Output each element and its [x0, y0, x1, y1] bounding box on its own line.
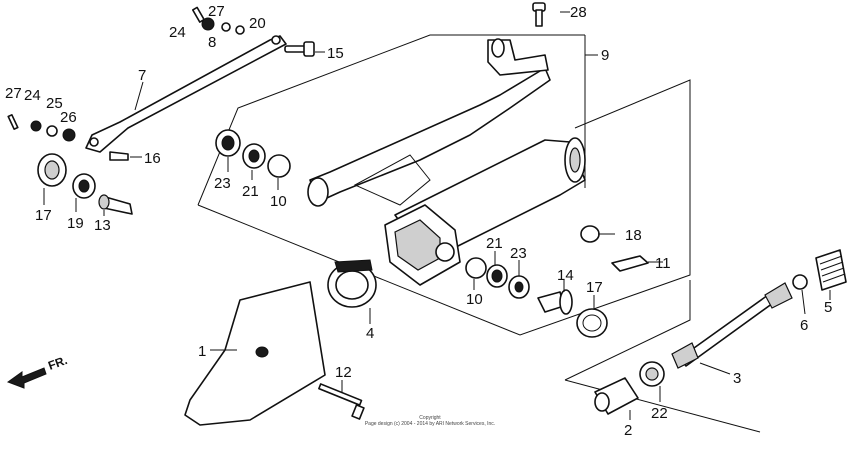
callout-label: 28: [570, 4, 587, 21]
callout-label: 9: [601, 47, 609, 64]
assembly-frame-lines: [197, 34, 761, 433]
bolt-28: [532, 2, 546, 27]
hardware-top: [191, 6, 245, 35]
callout-label: 22: [651, 405, 668, 422]
callout-label: 24: [24, 87, 41, 104]
callout-label: 4: [366, 325, 374, 342]
callout-label: 20: [249, 15, 266, 32]
callout-label: 17: [35, 207, 52, 224]
torque-rod: [85, 35, 287, 153]
cover-1: [184, 281, 326, 426]
swingarm: [307, 38, 586, 286]
copyright-line: Page design (c) 2004 - 2014 by ARI Netwo…: [364, 421, 496, 427]
callout-label: 24: [169, 24, 186, 41]
callout-label: 17: [586, 279, 603, 296]
bolt-15: [284, 41, 315, 57]
bolt-12: [318, 383, 365, 420]
front-direction-arrow: FR.: [6, 353, 69, 389]
callout-label: 19: [67, 215, 84, 232]
callout-label: 25: [46, 95, 63, 112]
boot-4: [327, 259, 377, 308]
callout-label: 2: [624, 422, 632, 439]
drive-shaft-assembly: [594, 249, 847, 415]
callout-label: 13: [94, 217, 111, 234]
callout-label: 16: [144, 150, 161, 167]
callout-label: 27: [208, 3, 225, 20]
callout-label: 12: [335, 364, 352, 381]
nut-18-plate-11: [580, 225, 649, 272]
callout-label: 5: [824, 299, 832, 316]
leader-lines: [43, 11, 831, 420]
callout-label: 1: [198, 343, 206, 360]
callout-label: 6: [800, 317, 808, 334]
pivot-bearings-lower: [465, 257, 530, 299]
callout-label: 8: [208, 34, 216, 51]
callout-labels: 1 2 3 4 5 6 7 8 9 10 10 11 12 13 14 15 1…: [5, 3, 832, 439]
copyright-line: Copyright: [419, 415, 441, 421]
pivot-bearings-upper: [215, 129, 291, 178]
callout-label: 18: [625, 227, 642, 244]
callout-label: 10: [270, 193, 287, 210]
callout-label: 21: [242, 183, 259, 200]
callout-label: 23: [510, 245, 527, 262]
copyright-notice: Copyright Page design (c) 2004 - 2014 by…: [330, 415, 530, 427]
callout-label: 15: [327, 45, 344, 62]
callout-label: 11: [655, 255, 671, 272]
bolt-14-cap-17: [537, 289, 608, 338]
callout-label: 27: [5, 85, 22, 102]
callout-label: 23: [214, 175, 231, 192]
left-pivot-parts: [7, 114, 133, 215]
callout-label: 26: [60, 109, 77, 126]
callout-label: 10: [466, 291, 483, 308]
callout-label: 3: [733, 370, 741, 387]
callout-label: 21: [486, 235, 503, 252]
callout-label: 7: [138, 67, 146, 84]
callout-label: 14: [557, 267, 574, 284]
svg-text:FR.: FR.: [46, 353, 69, 373]
